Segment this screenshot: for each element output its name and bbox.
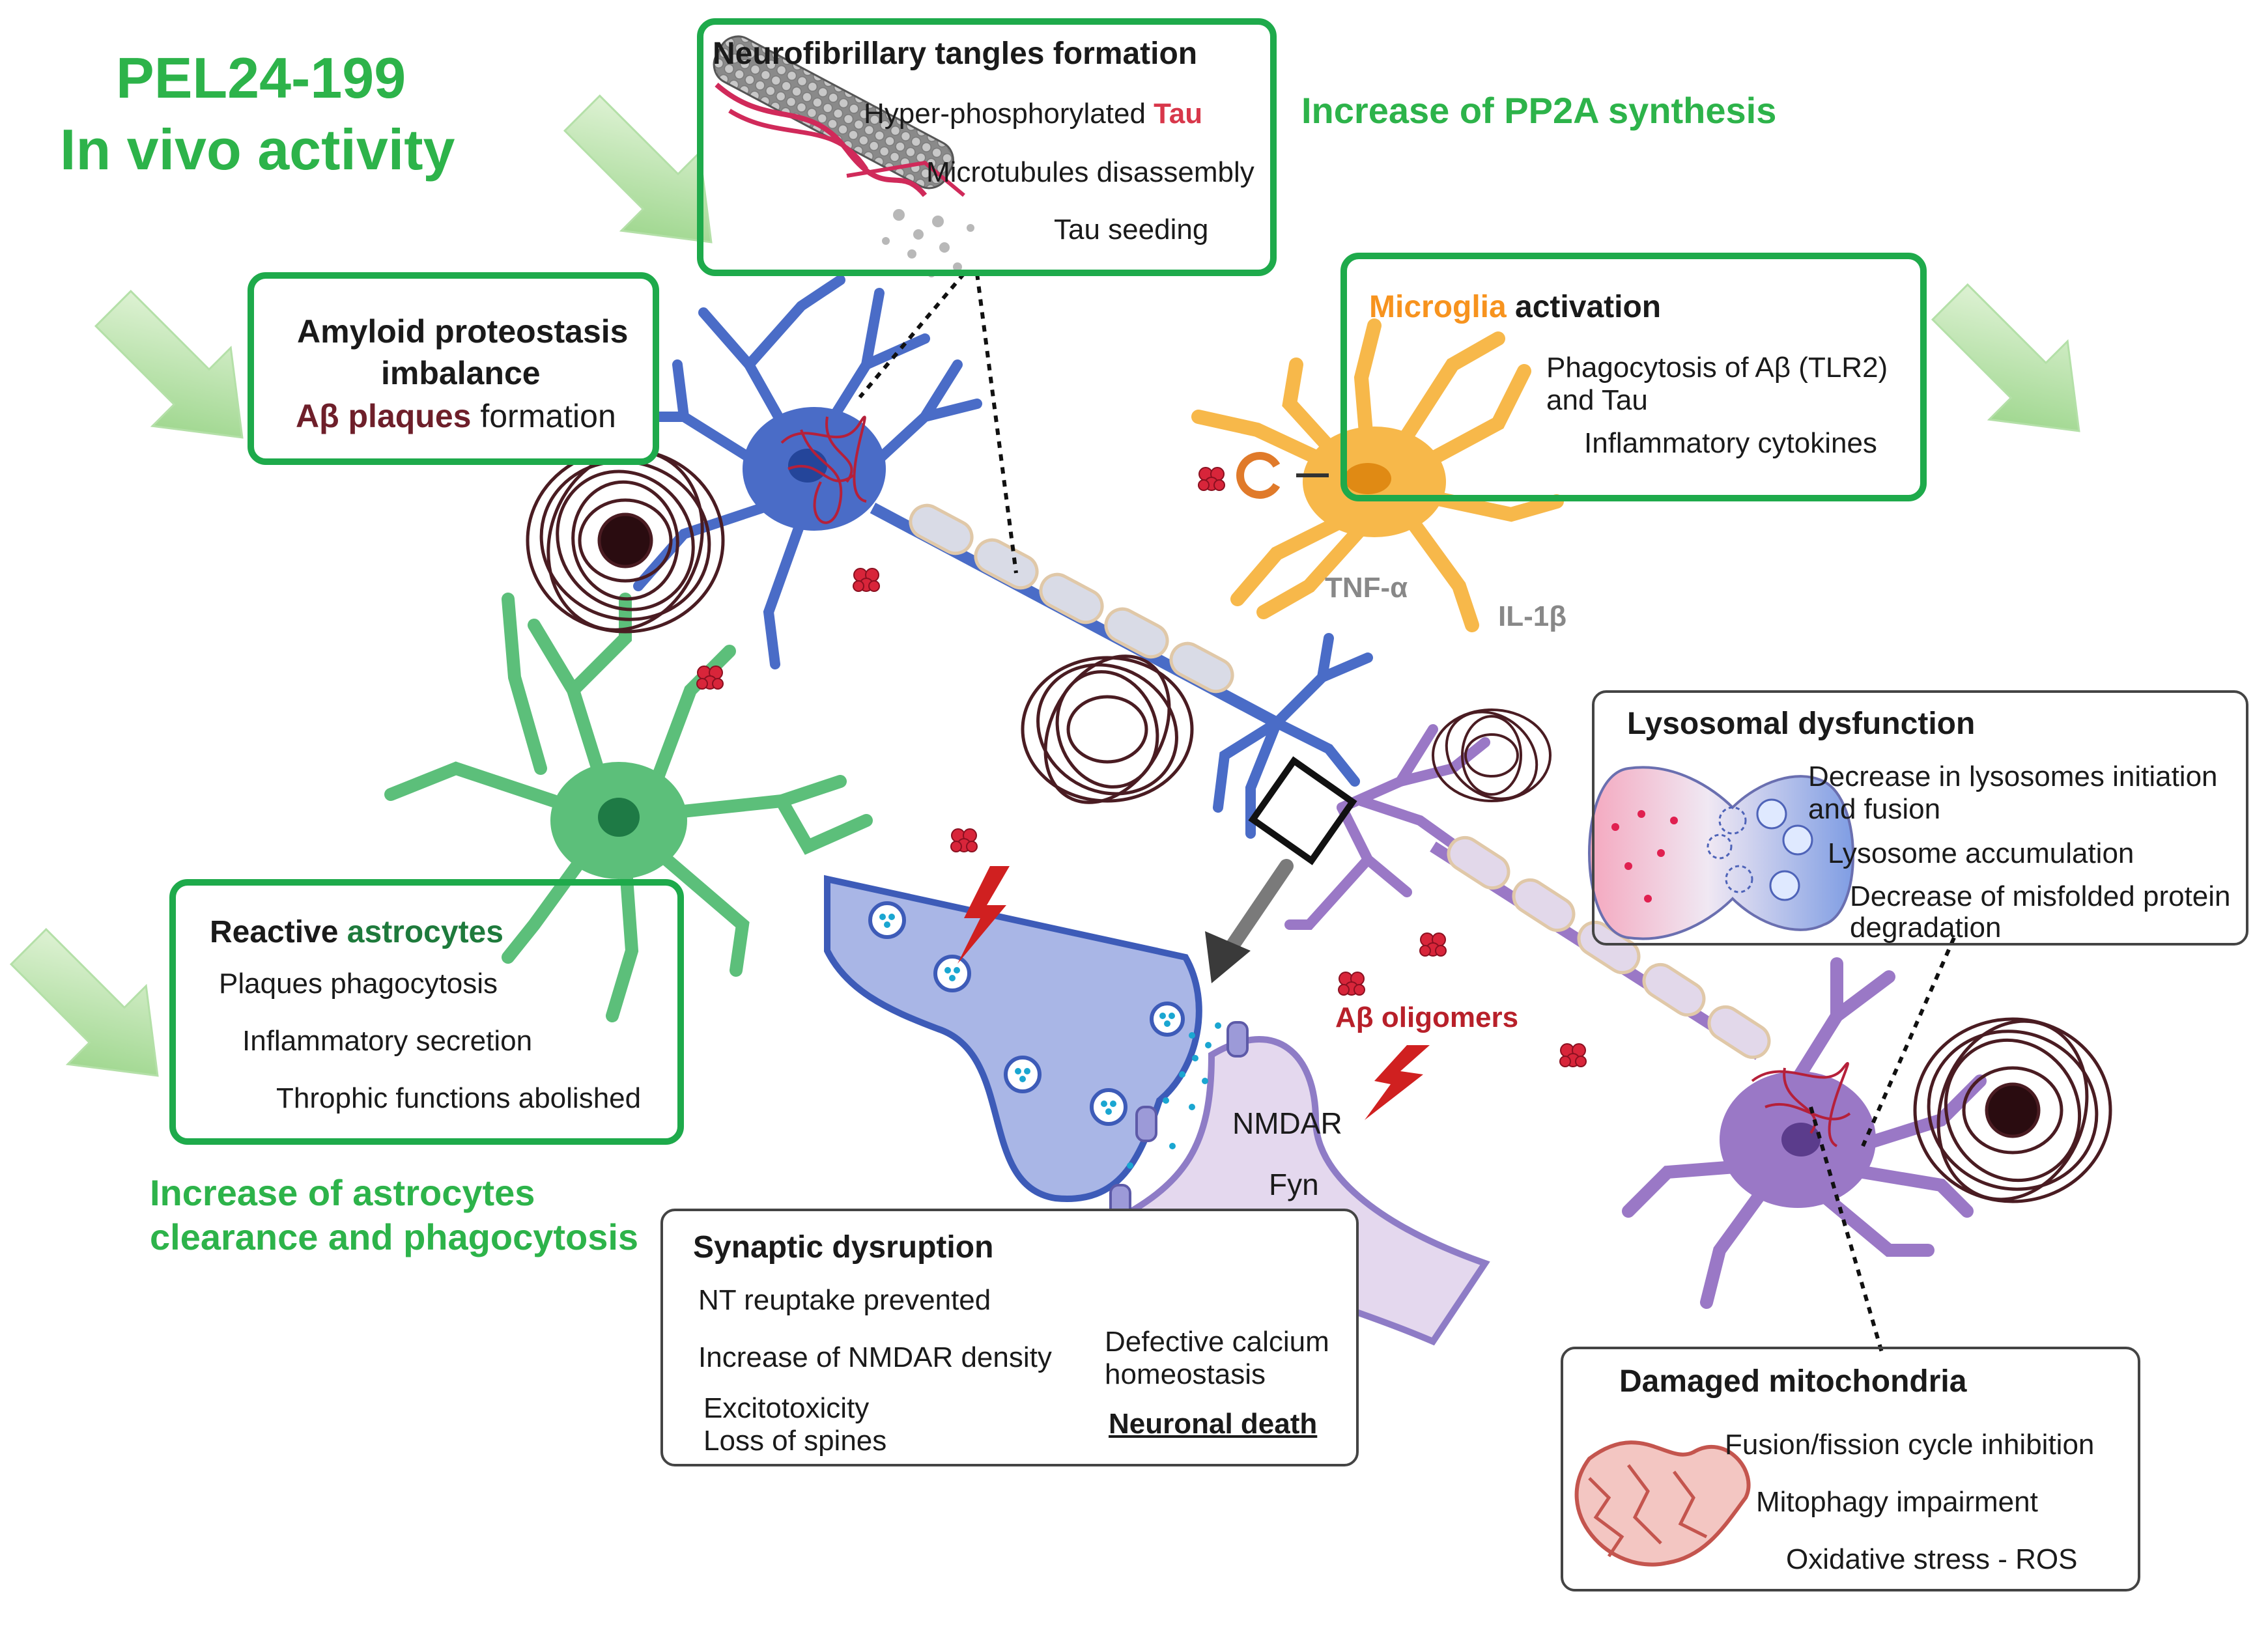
tau-tangle-blue	[780, 415, 867, 524]
mito-item-1: Fusion/fission cycle inhibition	[1725, 1429, 2095, 1461]
myelin-sheath-blue	[909, 503, 1234, 694]
astrocytes-item-3: Throphic functions abolished	[276, 1082, 642, 1114]
nmdar-label: NMDAR	[1232, 1106, 1342, 1140]
input-arrow-3	[1931, 283, 2080, 432]
synapse-illustration	[824, 866, 1490, 1346]
lysosomal-item-3-line2: degradation	[1850, 912, 2002, 944]
amyloid-plaque-1	[526, 447, 725, 634]
synaptic-item-1: NT reuptake prevented	[698, 1284, 991, 1316]
title-line1: PEL24-199	[116, 46, 406, 110]
astrocytes-colored: astrocytes	[347, 915, 503, 949]
mito-item-3: Oxidative stress - ROS	[1786, 1543, 2078, 1575]
lysosomal-title: Lysosomal dysfunction	[1627, 707, 1976, 741]
tangles-item-1: Hyper-phosphorylated Tau	[864, 98, 1202, 130]
input-arrow-4	[9, 927, 159, 1077]
input-arrow-2	[94, 289, 244, 439]
tau-label: Tau	[1154, 98, 1203, 130]
lysosomal-box: Lysosomal dysfunction Decrease in lysoso…	[1592, 690, 2248, 946]
mitochondria-box: Damaged mitochondria Fusion/fission cycl…	[1561, 1347, 2140, 1591]
amyloid-plaque-3	[1432, 708, 1552, 802]
astrocytes-item-2: Inflammatory secretion	[242, 1025, 533, 1057]
oligomers-label: Aβ oligomers	[1335, 1002, 1519, 1033]
mitochondrion-illustration	[1574, 1440, 1751, 1567]
tangles-title: Neurofibrillary tangles formation	[713, 36, 1198, 71]
tangles-box: Neurofibrillary tangles formation Hyper-…	[697, 18, 1277, 276]
amyloid-plaque-4	[1913, 1017, 2112, 1203]
il1b-label: IL-1β	[1498, 600, 1567, 632]
microglia-item-1-line2: and Tau	[1546, 384, 1648, 416]
astrocytes-box: Reactive astrocytes Plaques phagocytosis…	[169, 879, 684, 1145]
synaptic-item-5-line1: Defective calcium	[1105, 1326, 1329, 1358]
synaptic-item-4: Loss of spines	[703, 1425, 887, 1457]
microglia-title: Microglia activation	[1369, 289, 1661, 326]
tangles-item-3: Tau seeding	[1054, 214, 1209, 245]
amyloid-line3-rest: formation	[471, 398, 616, 434]
lysosomal-item-1-line1: Decrease in lysosomes initiation	[1808, 761, 2218, 792]
lysosomal-item-1-line2: and fusion	[1808, 793, 1941, 825]
microglia-colored: Microglia	[1369, 290, 1507, 324]
input-arrow-1	[563, 94, 713, 244]
lysosome-illustration	[1588, 766, 1854, 940]
synaptic-box: Synaptic dysruption NT reuptake prevente…	[660, 1209, 1359, 1466]
tangles-item-1-text: Hyper-phosphorylated	[864, 98, 1154, 130]
tangles-item-2: Microtubules disassembly	[926, 156, 1254, 188]
synaptic-title: Synaptic dysruption	[693, 1230, 994, 1265]
blue-neuron	[633, 275, 1373, 839]
amyloid-box: Amyloid proteostasis imbalance Aβ plaque…	[248, 272, 659, 465]
synaptic-item-3: Excitotoxicity	[703, 1392, 870, 1424]
microglia-item-2: Inflammatory cytokines	[1584, 427, 1877, 459]
zoom-arrow	[1205, 859, 1294, 983]
amyloid-line1: Amyloid proteostasis	[297, 313, 629, 350]
mito-item-2: Mitophagy impairment	[1756, 1486, 2038, 1518]
purple-neuron	[1284, 724, 1987, 1309]
oligomer-cluster	[696, 467, 1587, 1067]
microglia-item-1-line1: Phagocytosis of Aβ (TLR2)	[1546, 352, 1888, 384]
microglia-box: Microglia activation Phagocytosis of Aβ …	[1340, 253, 1927, 501]
amyloid-line3: Aβ plaques formation	[296, 397, 616, 435]
pp2a-effect-label: Increase of PP2A synthesis	[1301, 90, 1777, 131]
astrocytes-item-1: Plaques phagocytosis	[219, 968, 498, 1000]
microtubule-illustration	[713, 35, 974, 277]
title-line2: In vivo activity	[60, 117, 455, 182]
microglia-title-rest: activation	[1506, 290, 1662, 324]
lysosomal-item-2: Lysosome accumulation	[1828, 837, 2134, 869]
lysosomal-item-3-line1: Decrease of misfolded protein	[1850, 880, 2231, 912]
fyn-label: Fyn	[1269, 1168, 1319, 1201]
zoom-frame	[1248, 756, 1357, 865]
amyloid-line2: imbalance	[381, 355, 541, 391]
neuronal-death-label: Neuronal death	[1109, 1408, 1318, 1440]
astrocyte-effect-line1: Increase of astrocytes	[150, 1172, 535, 1213]
connector-lines	[858, 272, 1956, 1355]
abeta-plaques-label: Aβ plaques	[296, 398, 472, 434]
tnf-alpha-label: TNF-α	[1325, 572, 1408, 604]
synaptic-item-2: Increase of NMDAR density	[698, 1341, 1052, 1373]
astrocytes-title-prefix: Reactive	[210, 915, 347, 949]
synaptic-item-5-line2: homeostasis	[1105, 1358, 1266, 1390]
amyloid-plaque-2	[1021, 654, 1194, 804]
astrocyte-effect-line2: clearance and phagocytosis	[150, 1216, 639, 1257]
astrocytes-title: Reactive astrocytes	[210, 914, 503, 951]
microglia-cell	[1191, 318, 1564, 632]
mito-title: Damaged mitochondria	[1619, 1364, 1967, 1399]
astrocyte-cell	[384, 593, 873, 1022]
